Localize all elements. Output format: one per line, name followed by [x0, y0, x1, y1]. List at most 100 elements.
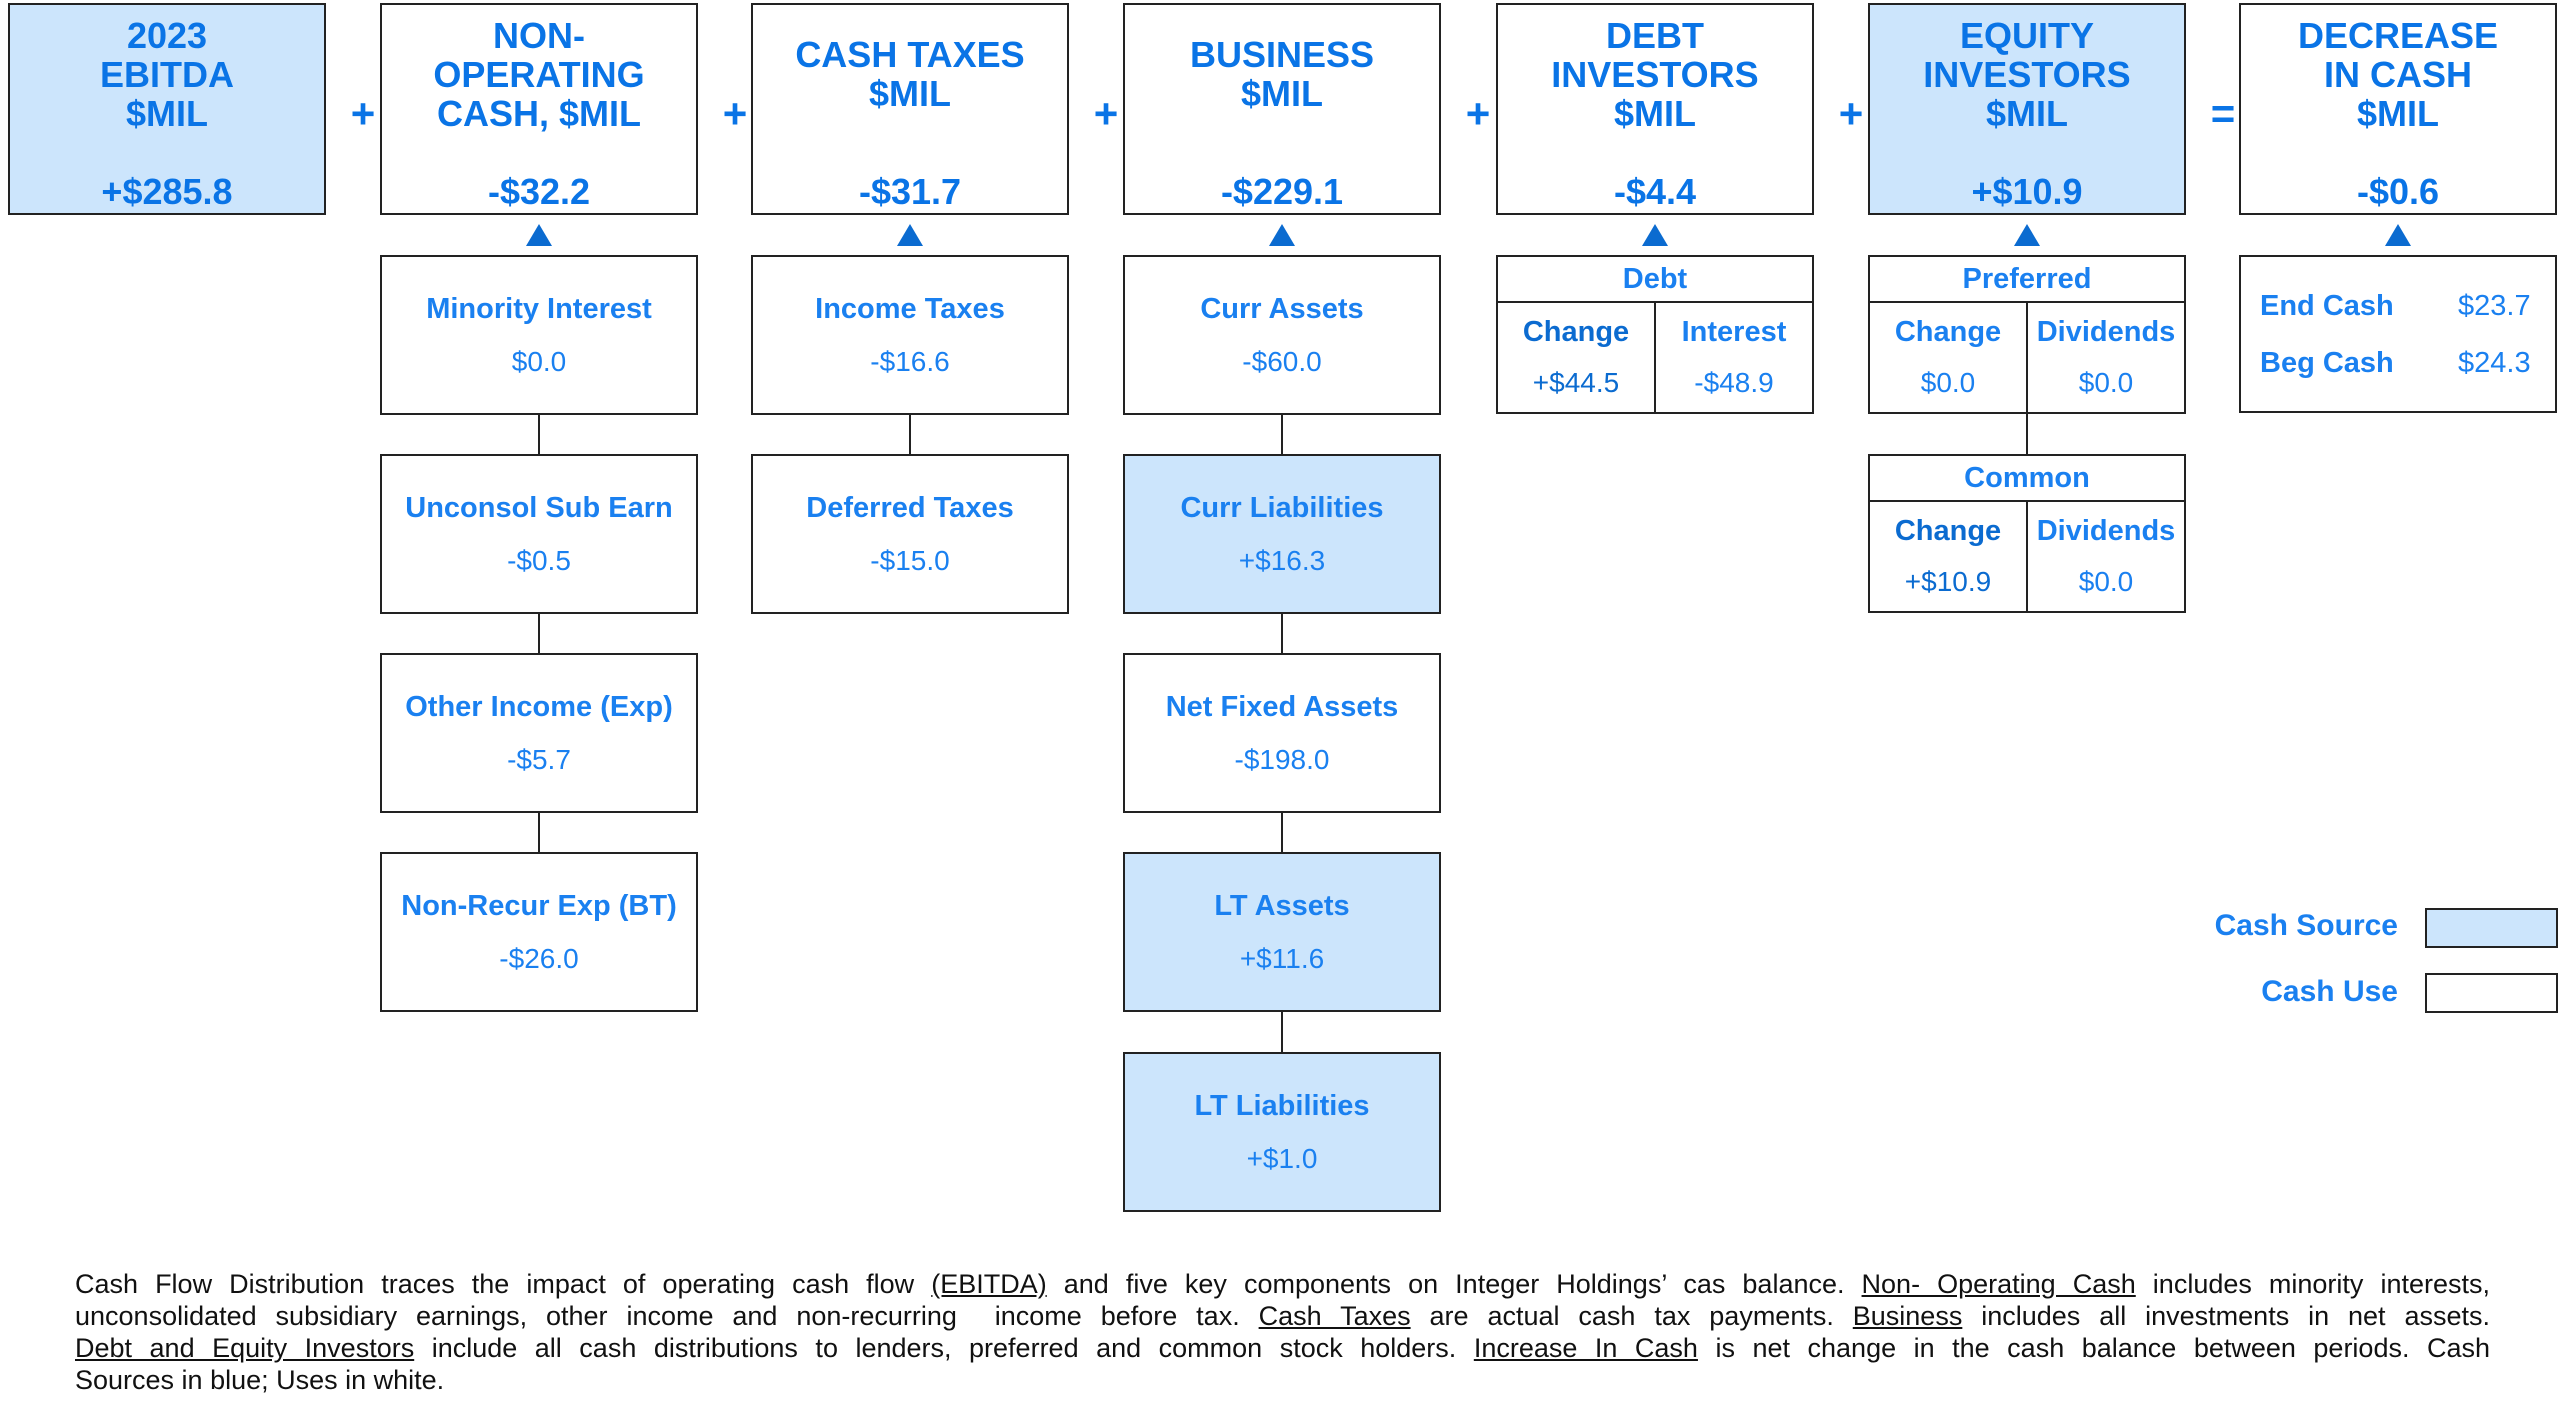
- item-label: Non-Recur Exp (BT): [401, 889, 677, 922]
- up-arrow-icon: [2385, 224, 2411, 246]
- top-box-3: BUSINESS $MIL-$229.1: [1123, 3, 1441, 215]
- legend-cash-source-label: Cash Source: [2214, 909, 2398, 942]
- item-label: Other Income (Exp): [405, 690, 673, 723]
- equals-sign: =: [2210, 90, 2236, 137]
- item-value: $0.0: [511, 345, 567, 377]
- connector-line: [909, 413, 911, 454]
- top-box-title: EQUITY INVESTORS $MIL: [1923, 14, 2131, 134]
- footer-text: is net change in the cash balance betwee…: [1697, 1333, 2491, 1363]
- top-box-value: -$4.4: [1613, 171, 1697, 212]
- item-value: -$198.0: [1234, 743, 1330, 775]
- footer-text: Sources in blue; Uses in white.: [75, 1365, 445, 1395]
- item-label: Unconsol Sub Earn: [405, 491, 673, 524]
- connector-line: [2026, 412, 2028, 456]
- legend-cash-source-swatch: [2425, 908, 2558, 948]
- item-value: +$1.0: [1246, 1142, 1318, 1174]
- top-box-5: EQUITY INVESTORS $MIL +$10.9: [1868, 3, 2186, 215]
- common-dividends-cell: Dividends$0.0: [2026, 500, 2186, 613]
- plus-sign: +: [1093, 90, 1119, 137]
- footer-description: Cash Flow Distribution traces the impact…: [75, 1268, 2490, 1396]
- footer-term: (EBITDA): [931, 1269, 1047, 1299]
- item-value: +$16.3: [1238, 544, 1326, 576]
- connector-line: [1281, 612, 1283, 653]
- top-box-value: -$32.2: [487, 171, 591, 212]
- preferred-header: Preferred: [1868, 255, 2186, 303]
- footer-term: Increase In Cash: [1473, 1333, 1698, 1363]
- footer-term: Cash Taxes: [1258, 1301, 1411, 1331]
- up-arrow-icon: [526, 224, 552, 246]
- top-box-title: CASH TAXES $MIL: [795, 34, 1025, 114]
- business-item: LT Assets +$11.6: [1123, 852, 1441, 1012]
- debt-change-cell: Change+$44.5: [1496, 301, 1656, 414]
- item-value: -$16.6: [870, 345, 950, 377]
- cash-taxes-item: Deferred Taxes -$15.0: [751, 454, 1069, 614]
- item-value: -$5.7: [507, 743, 571, 775]
- top-box-1: NON- OPERATING CASH, $MIL-$32.2: [380, 3, 698, 215]
- common-change-cell: Change +$10.9: [1868, 500, 2028, 613]
- non-operating-item: Other Income (Exp) -$5.7: [380, 653, 698, 813]
- cell-value: +$44.5: [1532, 367, 1620, 398]
- footer-line: unconsolidated subsidiary earnings, othe…: [75, 1300, 2490, 1332]
- business-item: Curr Assets-$60.0: [1123, 255, 1441, 415]
- preferred-change-cell: Change $0.0: [1868, 301, 2028, 414]
- top-box-value: +$285.8: [101, 171, 233, 212]
- item-label: Income Taxes: [815, 292, 1005, 325]
- footer-text: unconsolidated subsidiary earnings, othe…: [75, 1301, 1259, 1331]
- item-label: Curr Liabilities: [1180, 491, 1384, 524]
- non-operating-item: Non-Recur Exp (BT) -$26.0: [380, 852, 698, 1012]
- item-label: LT Liabilities: [1194, 1089, 1370, 1122]
- business-item: Net Fixed Assets -$198.0: [1123, 653, 1441, 813]
- top-box-value: -$229.1: [1220, 171, 1344, 212]
- footer-term: Business: [1852, 1301, 1963, 1331]
- top-box-0: 2023 EBITDA $MIL +$285.8: [8, 3, 326, 215]
- top-box-title: DEBT INVESTORS $MIL: [1551, 14, 1759, 134]
- connector-line: [1281, 413, 1283, 454]
- up-arrow-icon: [2014, 224, 2040, 246]
- footer-text: are actual cash tax payments.: [1410, 1301, 1853, 1331]
- footer-term: Debt and Equity Investors: [75, 1333, 415, 1363]
- connector-line: [538, 413, 540, 454]
- footer-text: Cash Flow Distribution traces the impact…: [75, 1269, 932, 1299]
- legend-cash-use-swatch: [2425, 973, 2558, 1013]
- footer-line: Debt and Equity Investors include all ca…: [75, 1332, 2490, 1364]
- business-item: LT Liabilities +$1.0: [1123, 1052, 1441, 1212]
- top-box-title: DECREASE IN CASH $MIL: [2297, 14, 2499, 134]
- footer-text: includes all investments in net assets.: [1962, 1301, 2491, 1331]
- footer-term: Non- Operating Cash: [1861, 1269, 2136, 1299]
- connector-line: [538, 612, 540, 653]
- cell-label: Change: [1894, 515, 2002, 547]
- top-box-value: +$10.9: [1971, 171, 2083, 212]
- footer-line: Sources in blue; Uses in white.: [75, 1364, 2490, 1396]
- item-label: Minority Interest: [426, 292, 652, 325]
- top-box-title: 2023 EBITDA $MIL: [100, 14, 234, 134]
- plus-sign: +: [1838, 90, 1864, 137]
- preferred-dividends-cell: Dividends$0.0: [2026, 301, 2186, 414]
- common-header: Common: [1868, 454, 2186, 502]
- item-value: -$26.0: [499, 942, 579, 974]
- connector-line: [1281, 1010, 1283, 1052]
- beg-cash-value: $24.3: [2458, 347, 2531, 379]
- item-value: -$60.0: [1242, 345, 1322, 377]
- cell-value: +$10.9: [1904, 566, 1992, 597]
- plus-sign: +: [1465, 90, 1491, 137]
- cell-label: Interest: [1681, 316, 1787, 348]
- cell-value: $0.0: [1920, 367, 1976, 398]
- up-arrow-icon: [1642, 224, 1668, 246]
- end-cash-value: $23.7: [2458, 290, 2531, 322]
- top-box-value: -$31.7: [858, 171, 962, 212]
- item-label: Net Fixed Assets: [1165, 690, 1399, 723]
- item-value: -$15.0: [870, 544, 950, 576]
- debt-interest-cell: Interest-$48.9: [1654, 301, 1814, 414]
- footer-line: Cash Flow Distribution traces the impact…: [75, 1268, 2490, 1300]
- top-box-2: CASH TAXES $MIL -$31.7: [751, 3, 1069, 215]
- plus-sign: +: [350, 90, 376, 137]
- up-arrow-icon: [1269, 224, 1295, 246]
- item-label: Deferred Taxes: [806, 491, 1014, 524]
- cell-label: Change: [1894, 316, 2002, 348]
- top-box-6: DECREASE IN CASH $MIL-$0.6: [2239, 3, 2557, 215]
- item-value: +$11.6: [1239, 942, 1325, 974]
- connector-line: [538, 811, 540, 852]
- connector-line: [1281, 811, 1283, 852]
- footer-text: includes minority interests,: [2135, 1269, 2490, 1299]
- item-label: LT Assets: [1214, 889, 1350, 922]
